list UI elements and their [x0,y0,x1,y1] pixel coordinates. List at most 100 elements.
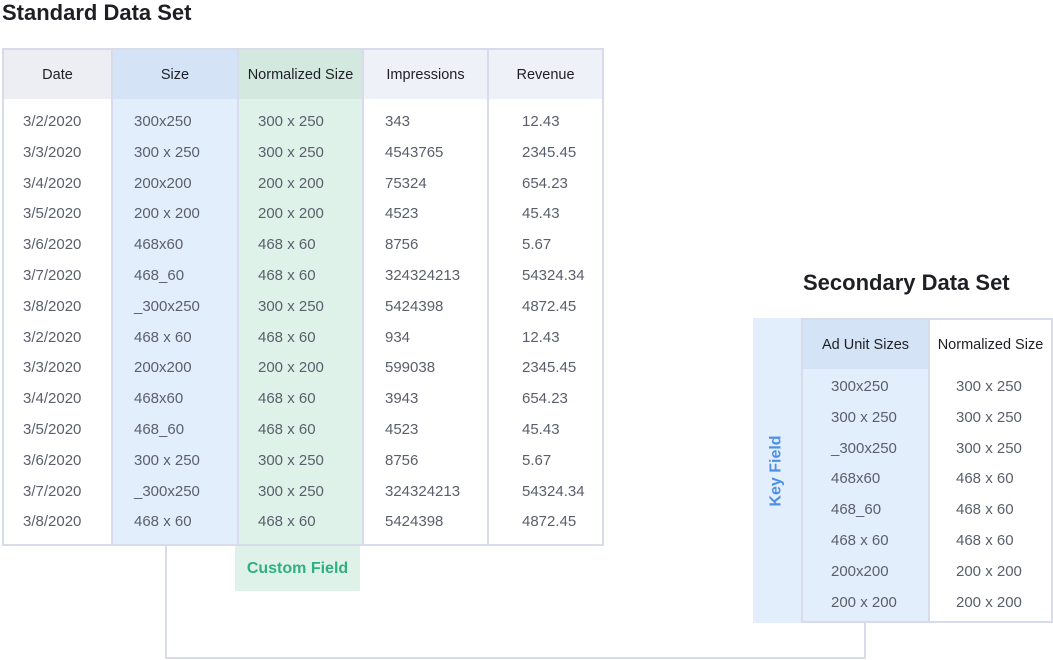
table-cell: 3/5/2020 [23,205,82,223]
table-cell: 599038 [385,359,436,377]
table-cell: 300 x 250 [258,451,324,469]
table-cell: 468 x 60 [956,470,1014,488]
table-cell: 3/6/2020 [23,236,82,254]
table-cell: 343 [385,113,411,130]
size-header: Size [113,50,237,99]
table-cell: 468x60 [134,390,184,408]
table-cell: 4523 [385,421,419,438]
table-cell: 468 x 60 [258,236,316,254]
table-cell: 468 x 60 [258,328,316,346]
table-cell: 300 x 250 [134,143,200,161]
table-cell: 200 x 200 [956,593,1022,611]
table-cell: 3/8/2020 [23,297,82,315]
impressions-column: Impressions 343 4543765 75324 4523 8756 32432… [362,50,487,544]
table-cell: 468_60 [831,501,882,519]
table-cell: 468x60 [134,236,184,254]
secondary-data-table: Ad Unit Sizes 300x250 300 x 250 _300x250 46… [801,318,1053,623]
table-cell: 468 x 60 [134,513,192,531]
table-cell: 2345.45 [522,359,577,377]
table-cell: 3/5/2020 [23,421,82,438]
table-cell: 45.43 [522,421,560,438]
table-cell: 3/4/2020 [23,174,82,192]
table-cell: 45.43 [522,205,560,223]
revenue-header: Revenue [489,50,602,99]
table-cell: 3943 [385,390,419,408]
table-cell: 200 x 200 [258,359,324,377]
table-cell: 2345.45 [522,143,577,161]
table-cell: 4872.45 [522,297,577,315]
table-cell: 300 x 250 [956,378,1022,395]
table-cell: 3/8/2020 [23,513,82,531]
standard-data-set-title: Standard Data Set [2,0,192,25]
table-cell: 300 x 250 [134,451,200,469]
table-cell: 468x60 [831,470,881,488]
normalized-size-column: Normalized Size 300 x 250 300 x 250 200 x … [237,50,362,544]
table-cell: 468 x 60 [258,390,316,408]
table-cell: 300 x 250 [831,408,897,426]
table-cell: 4543765 [385,143,444,161]
table-cell: _300x250 [134,482,200,500]
table-cell: 468 x 60 [258,267,316,284]
table-cell: 468_60 [134,267,185,284]
table-cell: 200 x 200 [134,205,200,223]
table-cell: 3/2/2020 [23,113,82,130]
table-cell: 4523 [385,205,419,223]
table-cell: 5.67 [522,236,552,254]
table-cell: 5424398 [385,513,444,531]
table-cell: 654.23 [522,174,568,192]
table-cell: 54324.34 [522,482,585,500]
table-cell: 3/4/2020 [23,390,82,408]
table-cell: 200 x 200 [258,205,324,223]
key-field-strip: Key Field [753,318,801,623]
table-cell: 300 x 250 [258,143,324,161]
table-cell: 468 x 60 [956,532,1014,549]
custom-field-label: Custom Field [235,546,360,591]
table-cell: 300 x 250 [956,439,1022,457]
table-cell: 75324 [385,174,427,192]
secondary-data-set-title: Secondary Data Set [803,270,1010,295]
table-cell: 934 [385,328,411,346]
table-cell: _300x250 [134,297,200,315]
table-cell: 324324213 [385,482,461,500]
table-cell: 5424398 [385,297,444,315]
table-cell: 300x250 [134,113,192,130]
table-cell: 3/3/2020 [23,143,82,161]
revenue-column: Revenue 12.43 2345.45 654.23 45.43 5.67 54324… [487,50,602,544]
table-cell: 200x200 [134,174,192,192]
connector-line-left [165,546,167,659]
table-cell: 12.43 [522,113,560,130]
table-cell: 8756 [385,236,419,254]
table-cell: 300x250 [831,378,889,395]
table-cell: 3/3/2020 [23,359,82,377]
table-cell: 300 x 250 [258,482,324,500]
table-cell: 468 x 60 [258,421,316,438]
table-cell: 468 x 60 [258,513,316,531]
key-field-label: Key Field [768,434,786,507]
table-cell: 468_60 [134,421,185,438]
table-cell: 200 x 200 [831,593,897,611]
ad-unit-sizes-column: Ad Unit Sizes 300x250 300 x 250 _300x250 46… [803,320,928,621]
table-cell: 54324.34 [522,267,585,284]
table-cell: 468 x 60 [831,532,889,549]
table-cell: 4872.45 [522,513,577,531]
secondary-normalized-size-header: Normalized Size [937,336,1044,353]
table-cell: 3/2/2020 [23,328,82,346]
table-cell: 200x200 [831,562,889,580]
connector-line-bottom [165,657,866,659]
table-cell: 468 x 60 [956,501,1014,519]
impressions-header: Impressions [364,50,487,99]
ad-unit-sizes-header: Ad Unit Sizes [803,320,928,369]
table-cell: 3/7/2020 [23,482,82,500]
table-cell: 200x200 [134,359,192,377]
table-cell: 3/6/2020 [23,451,82,469]
table-cell: 468 x 60 [134,328,192,346]
table-cell: _300x250 [831,439,897,457]
table-cell: 200 x 200 [956,562,1022,580]
normalized-size-header: Normalized Size [239,50,362,99]
table-cell: 324324213 [385,267,461,284]
connector-line-right [864,623,866,659]
table-cell: 654.23 [522,390,568,408]
table-cell: 3/7/2020 [23,267,82,284]
